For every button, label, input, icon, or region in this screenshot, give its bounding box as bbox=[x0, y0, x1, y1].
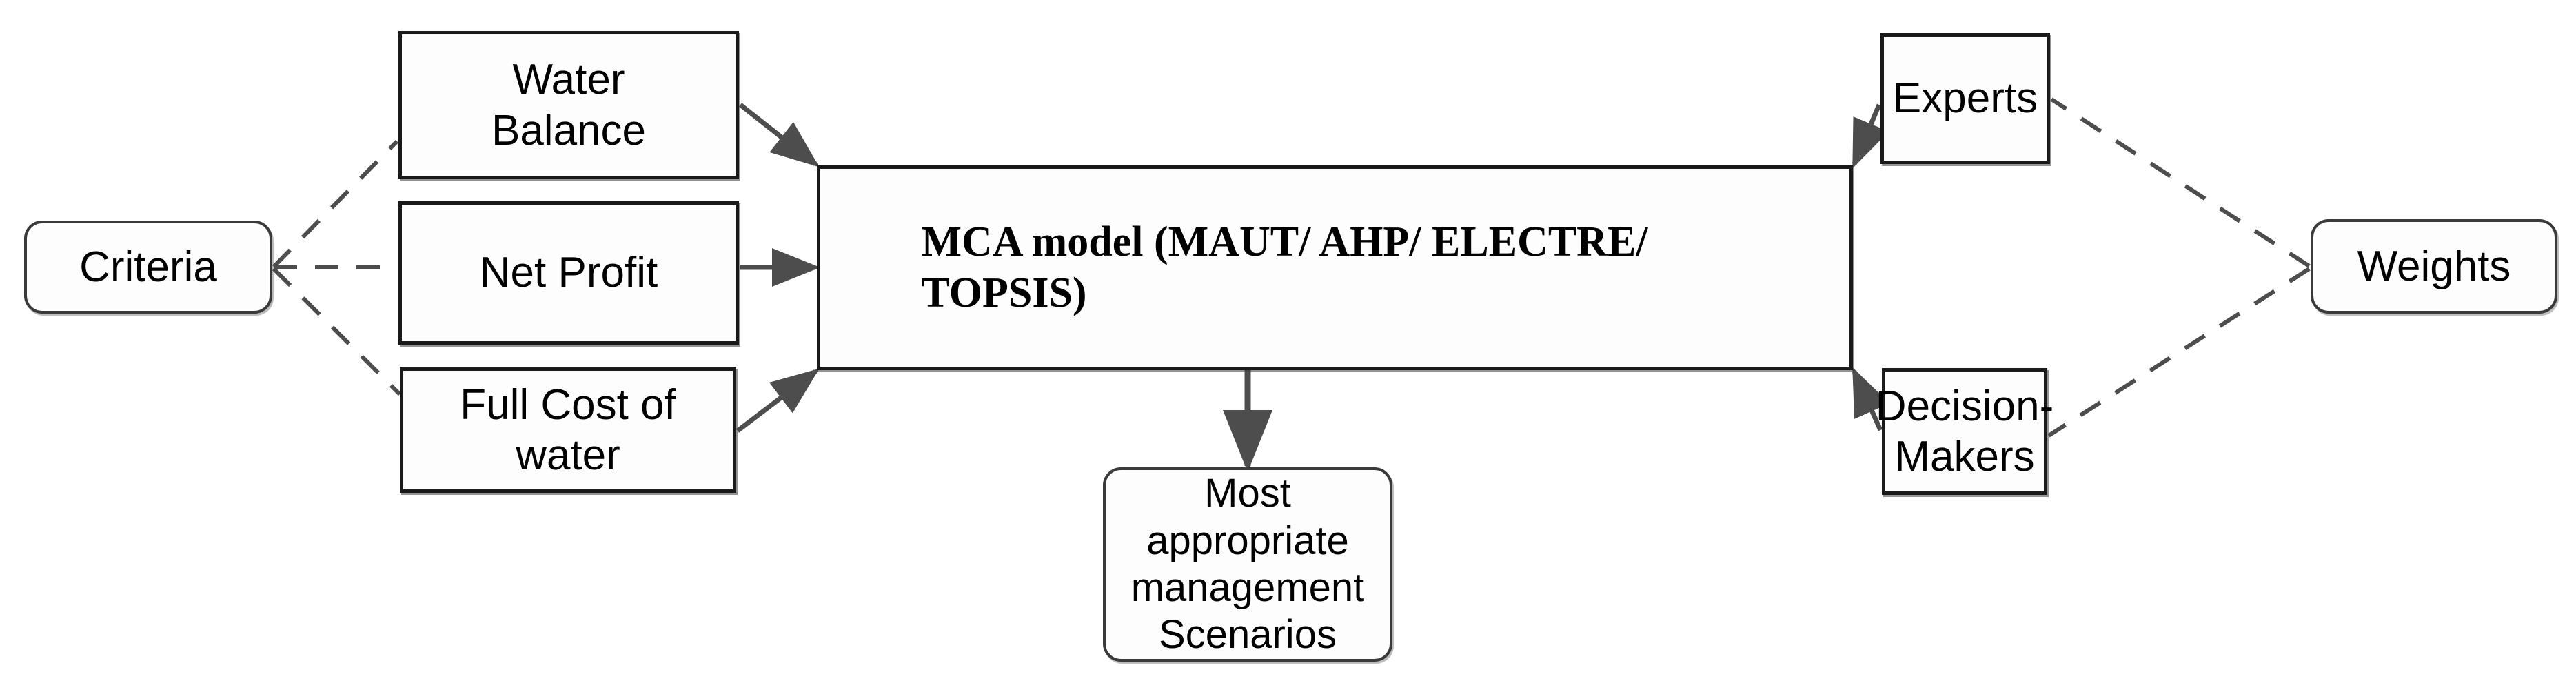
node-mca-model-label: MCA model (MAUT/ AHP/ ELECTRE/ TOPSIS) bbox=[921, 218, 1648, 316]
node-water-balance[interactable]: Water Balance bbox=[398, 31, 739, 179]
edge-criteria-full-cost bbox=[272, 267, 402, 396]
node-full-cost-of-water[interactable]: Full Cost of water bbox=[400, 367, 736, 493]
node-net-profit-label: Net Profit bbox=[479, 249, 658, 297]
node-weights-label: Weights bbox=[2357, 242, 2511, 290]
edge-criteria-water-balance bbox=[272, 139, 399, 269]
node-decision-makers-label: Decision- Makers bbox=[1875, 382, 2054, 480]
edge-water-balance-mca bbox=[738, 103, 820, 167]
edge-weights-decision-makers bbox=[2047, 267, 2311, 438]
node-full-cost-of-water-label: Full Cost of water bbox=[460, 380, 676, 479]
node-net-profit[interactable]: Net Profit bbox=[398, 201, 739, 345]
edge-experts-mca bbox=[1852, 103, 1889, 169]
node-weights[interactable]: Weights bbox=[2311, 219, 2557, 314]
edge-weights-experts bbox=[2050, 97, 2311, 268]
node-water-balance-label: Water Balance bbox=[491, 56, 647, 154]
edge-full-cost-mca bbox=[736, 368, 820, 433]
node-experts-label: Experts bbox=[1892, 74, 2038, 123]
node-criteria-label: Criteria bbox=[79, 243, 217, 291]
node-mca-model[interactable]: MCA model (MAUT/ AHP/ ELECTRE/ TOPSIS) bbox=[817, 165, 1853, 370]
node-decision-makers[interactable]: Decision- Makers bbox=[1876, 368, 2053, 495]
node-scenarios-label: Most appropriate management Scenarios bbox=[1130, 471, 1365, 658]
node-scenarios[interactable]: Most appropriate management Scenarios bbox=[1103, 467, 1392, 662]
node-criteria[interactable]: Criteria bbox=[24, 221, 272, 314]
node-experts[interactable]: Experts bbox=[1880, 33, 2050, 164]
